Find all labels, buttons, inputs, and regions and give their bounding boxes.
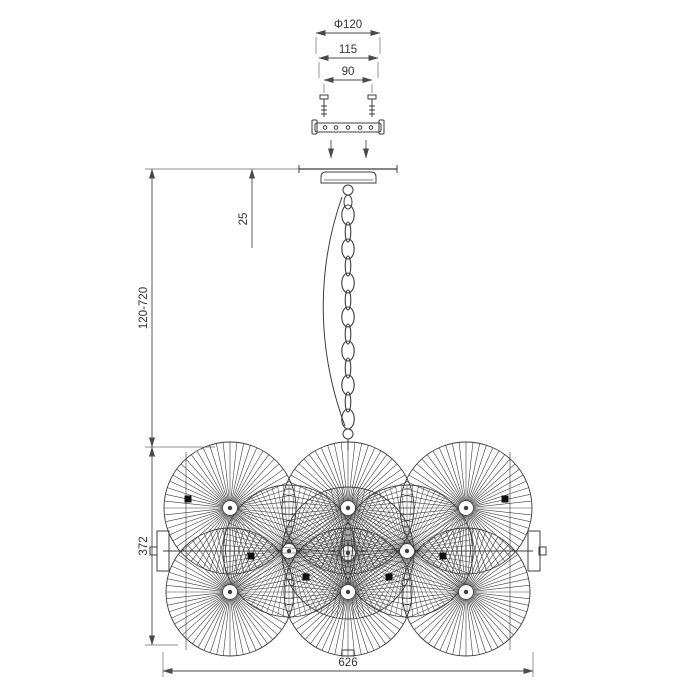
- dim-bracket-width-label: 115: [339, 44, 357, 56]
- dim-body-height-label: 372: [138, 536, 150, 555]
- mounting-bracket: [311, 119, 385, 135]
- sunburst-discs: [163, 441, 533, 657]
- dimension-bracket-width: 115: [318, 44, 379, 78]
- frame-clips: [184, 495, 509, 581]
- mounting-screws: [319, 94, 377, 117]
- dim-body-width-label: 626: [338, 657, 357, 669]
- cord-wire: [322, 196, 346, 427]
- dimension-hole-spacing: 90: [323, 66, 373, 93]
- dimension-hanging-range: 120-720: [138, 168, 299, 448]
- dim-hole-spacing-label: 90: [342, 66, 355, 78]
- dimension-body-height: 372: [138, 446, 178, 646]
- dim-canopy-height-label: 25: [238, 213, 250, 226]
- dimension-canopy-height: 25: [238, 168, 255, 248]
- chain: [341, 204, 355, 430]
- dimension-diameter: Φ120: [315, 19, 381, 54]
- hanging-hook: [342, 184, 354, 210]
- dim-hanging-range-label: 120-720: [138, 287, 150, 329]
- ceiling-canopy: [320, 171, 377, 184]
- dimension-body-width: 626: [162, 652, 534, 677]
- dim-diameter-label: Φ120: [334, 19, 362, 31]
- install-arrows: [328, 140, 369, 159]
